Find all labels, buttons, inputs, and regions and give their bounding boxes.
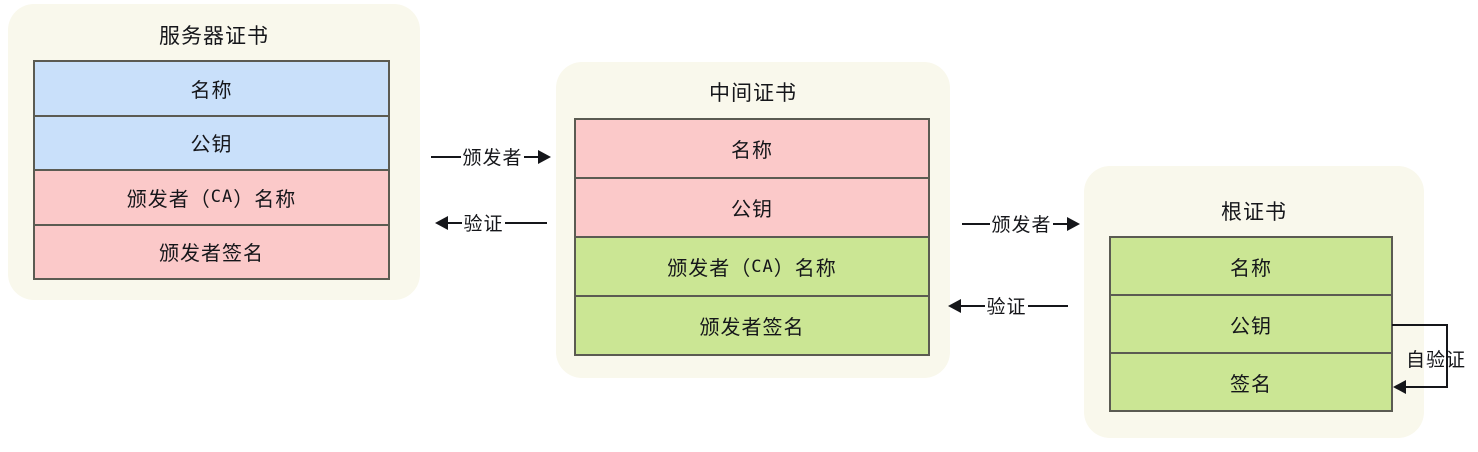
- connector-line-right: [1027, 305, 1068, 307]
- server-certificate-card: 服务器证书 名称 公钥 颁发者（CA）名称 颁发者签名: [8, 4, 420, 300]
- connector-intermediate-to-server-verify: 验证: [418, 208, 564, 238]
- connector-intermediate-to-root-issuer: 颁发者: [948, 209, 1094, 239]
- root-certificate-fields: 名称 公钥 签名: [1109, 236, 1393, 412]
- root-certificate-title: 根证书: [1221, 201, 1287, 224]
- root-cert-field-public-key: 公钥: [1111, 296, 1391, 354]
- arrow-left-icon: [435, 216, 449, 230]
- server-cert-issuer-ca: CA: [210, 187, 234, 208]
- selfloop-top-segment: [1392, 324, 1448, 326]
- server-cert-field-issuer-name: 颁发者（CA）名称: [35, 171, 388, 226]
- server-certificate-title: 服务器证书: [159, 25, 269, 48]
- intermediate-cert-issuer-prefix: 颁发者（: [667, 258, 752, 280]
- selfloop-bottom-segment: [1406, 386, 1448, 388]
- server-cert-field-name: 名称: [35, 62, 388, 117]
- server-cert-issuer-suffix: ）名称: [233, 188, 297, 211]
- server-cert-field-name-label: 名称: [190, 79, 233, 102]
- intermediate-cert-field-public-key-label: 公钥: [731, 199, 773, 221]
- server-certificate-fields: 名称 公钥 颁发者（CA）名称 颁发者签名: [33, 60, 390, 280]
- connector-server-to-intermediate-issuer: 颁发者: [418, 142, 564, 172]
- connector-line-right: [504, 222, 547, 224]
- server-cert-field-issuer-signature-label: 颁发者签名: [159, 243, 264, 266]
- intermediate-cert-field-issuer-signature-label: 颁发者签名: [699, 317, 805, 339]
- connector-line-right: [1052, 223, 1067, 225]
- selfloop-right-segment: [1446, 324, 1448, 388]
- intermediate-cert-field-issuer-name: 颁发者（CA）名称: [576, 238, 928, 297]
- intermediate-cert-field-name-label: 名称: [731, 140, 773, 162]
- root-cert-field-public-key-label: 公钥: [1230, 315, 1272, 338]
- arrow-left-icon: [948, 299, 962, 313]
- intermediate-certificate-title: 中间证书: [709, 82, 797, 105]
- root-cert-field-name: 名称: [1111, 238, 1391, 296]
- arrow-right-icon: [537, 150, 551, 164]
- connector-line-left: [448, 222, 463, 224]
- root-certificate-card: 根证书 名称 公钥 签名: [1084, 166, 1424, 438]
- connector-line-left: [962, 223, 991, 225]
- connector-label-issuer-2: 颁发者: [991, 214, 1052, 236]
- server-cert-field-public-key-label: 公钥: [190, 134, 233, 157]
- connector-root-to-intermediate-verify: 验证: [928, 291, 1088, 321]
- intermediate-certificate-card: 中间证书 名称 公钥 颁发者（CA）名称 颁发者签名: [556, 62, 950, 378]
- connector-line-left: [431, 156, 462, 158]
- root-cert-field-signature: 签名: [1111, 354, 1391, 410]
- connector-label-issuer-1: 颁发者: [462, 147, 523, 169]
- connector-label-verify-2: 验证: [986, 296, 1027, 318]
- intermediate-cert-field-issuer-signature: 颁发者签名: [576, 297, 928, 354]
- server-cert-field-public-key: 公钥: [35, 116, 388, 171]
- root-cert-field-name-label: 名称: [1230, 257, 1272, 280]
- connector-line-right: [523, 156, 538, 158]
- intermediate-cert-field-name: 名称: [576, 120, 928, 179]
- arrow-left-icon: [1393, 380, 1406, 394]
- connector-label-verify-1: 验证: [463, 213, 504, 235]
- server-cert-field-issuer-signature: 颁发者签名: [35, 225, 388, 278]
- intermediate-certificate-fields: 名称 公钥 颁发者（CA）名称 颁发者签名: [574, 118, 930, 356]
- connector-line-left: [961, 305, 986, 307]
- selfloop-label-self-verify: 自验证: [1406, 350, 1467, 371]
- root-cert-field-signature-label: 签名: [1230, 373, 1272, 396]
- intermediate-cert-field-public-key: 公钥: [576, 179, 928, 238]
- intermediate-cert-issuer-suffix: ）名称: [773, 258, 837, 280]
- intermediate-cert-issuer-ca: CA: [751, 256, 774, 277]
- server-cert-issuer-prefix: 颁发者（: [126, 188, 211, 211]
- root-self-verify-loop: 自验证: [1392, 324, 1476, 394]
- arrow-right-icon: [1066, 217, 1080, 231]
